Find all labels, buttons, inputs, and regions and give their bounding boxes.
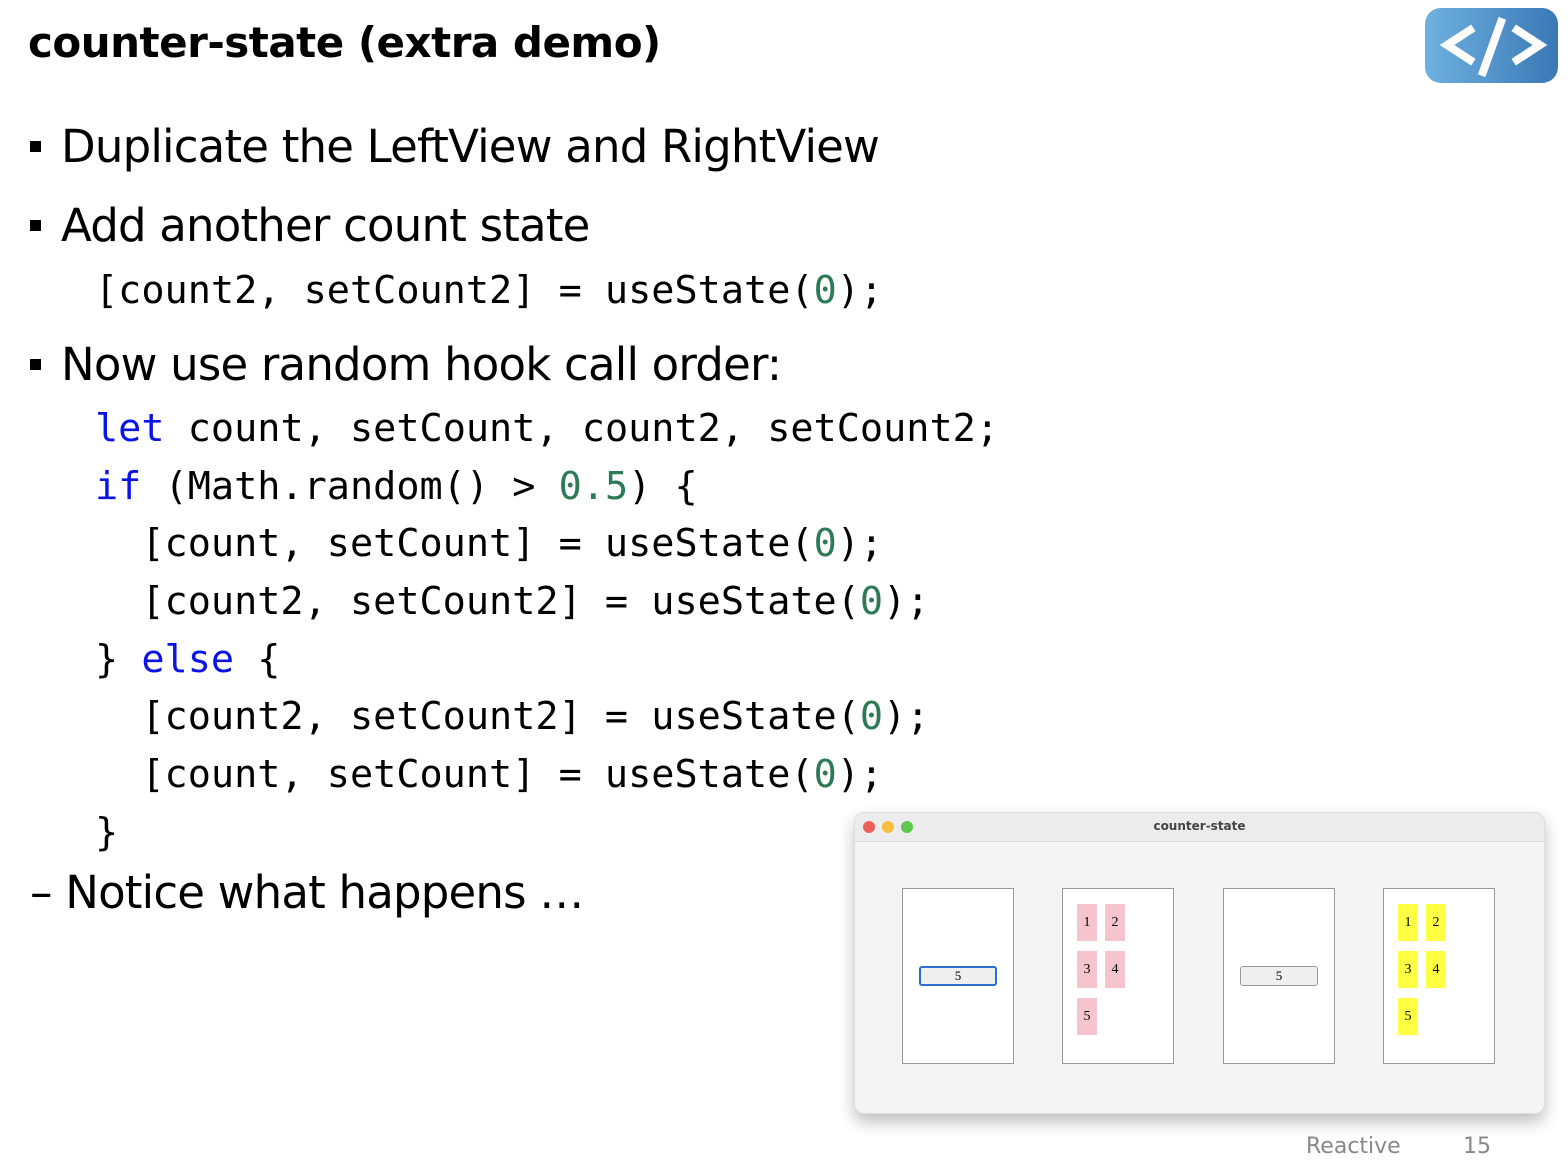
code-keyword: if (95, 463, 142, 509)
window-titlebar: counter-state (855, 813, 1544, 842)
number-tile: 2 (1426, 904, 1446, 941)
code-token: ); (836, 521, 884, 567)
code-number: 0.5 (558, 463, 629, 509)
code-number: 0 (813, 752, 837, 798)
code-number: 0 (813, 268, 837, 313)
code-number: 0 (813, 521, 837, 567)
code-number: 0 (859, 694, 884, 740)
maximize-window-button[interactable] (901, 821, 913, 833)
bullet-item: Now use random hook call order: (30, 338, 782, 391)
code-token: ); (883, 579, 930, 625)
code-token: (Math.random() > (141, 463, 559, 509)
left-counter-button[interactable]: 5 (919, 966, 997, 986)
code-number: 0 (859, 579, 884, 625)
code-block-state: [count2, setCount2] = useState(0); (95, 271, 883, 330)
right-view: 5 (1223, 888, 1335, 1064)
number-tile: 1 (1077, 904, 1097, 941)
code-token: ); (836, 268, 884, 313)
minimize-window-button[interactable] (882, 821, 894, 833)
footer-page-number: 15 (1463, 1134, 1491, 1159)
code-line: let count, setCount, count2, setCount2; (95, 409, 999, 468)
number-tile: 5 (1398, 998, 1418, 1035)
bullet-square-icon (30, 358, 41, 370)
code-token: count, setCount, count2, setCount2; (164, 406, 999, 451)
window-title: counter-state (1153, 819, 1246, 833)
code-token: ); (883, 694, 930, 740)
code-line: [count2, setCount2] = useState(0); (95, 698, 999, 756)
code-token: [count, setCount] = useState( (95, 752, 814, 798)
bullet-square-icon (30, 140, 41, 152)
number-tile: 4 (1426, 951, 1446, 988)
code-keyword: let (95, 406, 165, 451)
notice-text: – Notice what happens … (30, 866, 584, 919)
footer-section: Reactive (1306, 1134, 1401, 1159)
bullet-text: Now use random hook call order: (61, 338, 782, 391)
bullet-item: Add another count state (30, 199, 590, 252)
code-logo-icon (1425, 8, 1558, 83)
number-tile: 5 (1077, 998, 1097, 1035)
code-line: [count2, setCount2] = useState(0); (95, 271, 883, 330)
close-window-button[interactable] (863, 821, 875, 833)
left-view: 5 (902, 888, 1014, 1064)
code-token: [count, setCount] = useState( (95, 521, 814, 567)
code-line: } (95, 813, 999, 872)
code-token: { (234, 636, 281, 682)
number-tile: 1 (1398, 904, 1418, 941)
code-token: [count2, setCount2] = useState( (95, 268, 814, 313)
code-block-random-order: let count, setCount, count2, setCount2;i… (95, 409, 999, 872)
code-line: [count, setCount] = useState(0); (95, 525, 999, 583)
code-token: } (95, 636, 142, 682)
slide-title: counter-state (extra demo) (28, 18, 661, 67)
number-tile: 4 (1105, 951, 1125, 988)
bullet-text: Duplicate the LeftView and RightView (61, 120, 880, 173)
code-token: [count2, setCount2] = useState( (95, 579, 860, 625)
code-token: ) { (628, 463, 698, 509)
code-line: [count, setCount] = useState(0); (95, 755, 999, 814)
number-tile: 3 (1398, 951, 1418, 988)
bullet-text: Add another count state (61, 199, 590, 252)
number-tile: 3 (1077, 951, 1097, 988)
code-keyword: else (141, 636, 235, 682)
code-token: } (95, 809, 119, 855)
bullet-item: Duplicate the LeftView and RightView (30, 120, 880, 173)
right-counter-button[interactable]: 5 (1240, 966, 1318, 986)
bullet-square-icon (30, 219, 41, 231)
code-token: ); (836, 752, 884, 798)
code-line: if (Math.random() > 0.5) { (95, 467, 999, 526)
number-tile: 2 (1105, 904, 1125, 941)
code-line: [count2, setCount2] = useState(0); (95, 582, 999, 641)
code-line: } else { (95, 640, 999, 699)
code-token: [count2, setCount2] = useState( (95, 694, 860, 740)
